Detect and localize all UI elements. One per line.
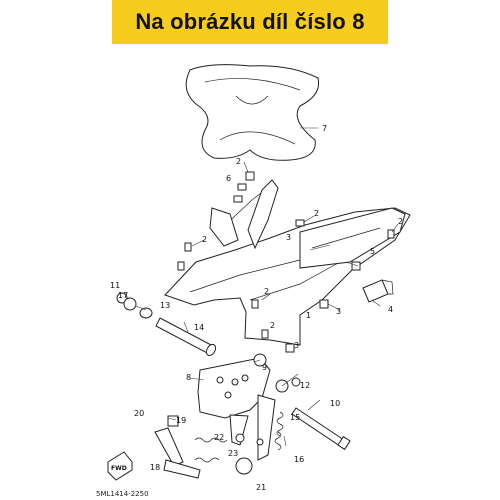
label-3a: 3: [286, 233, 291, 242]
part-14-rod: [155, 317, 217, 357]
part-1-frame: [164, 185, 411, 346]
label-20: 20: [134, 409, 144, 418]
label-11: 11: [110, 281, 120, 290]
upper-bracket: [209, 179, 279, 250]
label-1: 1: [306, 311, 311, 320]
label-9: 9: [262, 363, 267, 372]
fwd-label: FWD: [111, 465, 127, 472]
label-7: 7: [322, 124, 327, 133]
label-3c: 3: [294, 341, 299, 350]
fwd-arrow-icon: FWD: [107, 451, 133, 481]
label-16: 16: [294, 455, 304, 464]
label-2: 2: [236, 157, 241, 166]
label-8: 8: [186, 373, 191, 382]
label-2c: 2: [314, 209, 319, 218]
label-5: 5: [370, 247, 375, 256]
label-4: 4: [388, 305, 393, 314]
springs-22-23: [194, 437, 228, 463]
label-13: 13: [160, 301, 170, 310]
label-2d: 2: [398, 217, 403, 226]
part-10-bolt: [291, 407, 351, 451]
label-18: 18: [150, 463, 160, 472]
title-banner: Na obrázku díl číslo 8: [112, 0, 388, 44]
label-17: 17: [118, 291, 128, 300]
label-12: 12: [300, 381, 310, 390]
callout-numbers: 7 2 6 2 2 2 3 5 4 3 1 2 3 2 11 17 13 14 …: [110, 124, 403, 492]
part-7-pad: [185, 64, 320, 161]
label-23: 23: [228, 449, 238, 458]
label-3b: 3: [336, 307, 341, 316]
part-8-stand-plate: [197, 357, 271, 419]
part-4-block: [362, 279, 394, 303]
label-14: 14: [194, 323, 204, 332]
label-2f: 2: [270, 321, 275, 330]
label-19: 19: [176, 416, 186, 425]
label-22: 22: [214, 433, 224, 442]
label-21: 21: [256, 483, 266, 492]
banner-title: Na obrázku díl číslo 8: [135, 9, 365, 34]
label-10: 10: [330, 399, 340, 408]
leader-lines: [135, 127, 399, 447]
label-2e: 2: [264, 287, 269, 296]
label-6: 6: [226, 174, 231, 183]
part-18-kickstand: [154, 427, 201, 479]
label-2b: 2: [202, 235, 207, 244]
right-side-cover: [299, 207, 406, 269]
label-15: 15: [290, 413, 300, 422]
diagram-code: 5ML1414-2250: [96, 490, 149, 498]
